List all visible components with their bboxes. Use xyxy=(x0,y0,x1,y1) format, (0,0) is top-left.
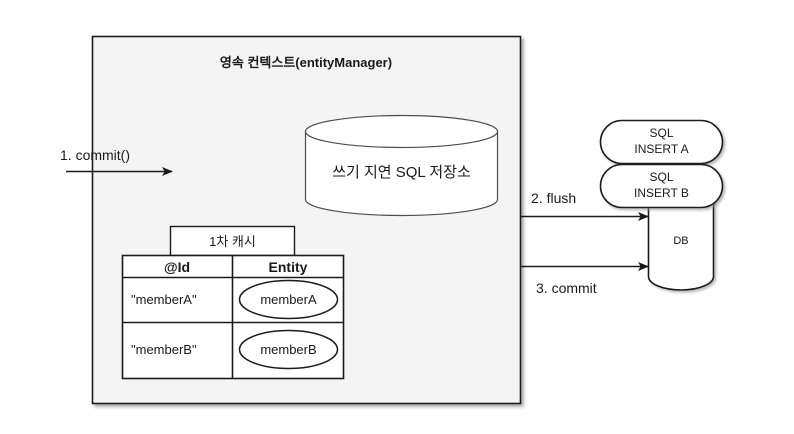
database-body xyxy=(647,190,715,291)
cache-row-0-entity-label: memberA xyxy=(260,292,317,307)
sql-store-label: 쓰기 지연 SQL 저장소 xyxy=(332,164,471,181)
sql-store-body xyxy=(304,130,499,217)
database-label: DB xyxy=(673,235,688,247)
cache-row-0-id: "memberA" xyxy=(131,292,197,307)
cache-table-header-entity: Entity xyxy=(269,259,308,275)
step-3-label: 3. commit xyxy=(536,280,597,296)
cache-row-1-id: "memberB" xyxy=(131,342,197,357)
table-row: "memberA" memberA xyxy=(131,279,339,320)
cache-row-1-entity-label: memberB xyxy=(260,342,316,357)
step-2-label: 2. flush xyxy=(531,190,576,206)
sql-insert-a: SQL INSERT A xyxy=(599,119,724,165)
cache-tab-label: 1차 캐시 xyxy=(209,234,256,249)
context-box-title: 영속 컨텍스트(entityManager) xyxy=(220,55,392,70)
sql-insert-b-line2: INSERT B xyxy=(634,186,689,200)
sql-insert-b-line1: SQL xyxy=(649,170,673,184)
sql-insert-b: SQL INSERT B xyxy=(599,163,724,209)
sql-insert-b-box xyxy=(599,163,724,209)
cache-table-header-id: @Id xyxy=(164,259,190,275)
cache-row-1-entity-ellipse xyxy=(238,329,339,370)
flow-arrows: 1. commit() 2. flush 3. commit xyxy=(60,147,649,296)
first-level-cache: 1차 캐시 @Id Entity "memberA" memberA "memb… xyxy=(121,225,345,380)
sql-insert-a-box xyxy=(599,119,724,165)
sql-insert-a-line2: INSERT A xyxy=(634,142,688,156)
cache-row-0-entity-ellipse xyxy=(238,279,339,320)
sql-store-top xyxy=(304,114,499,149)
table-row: "memberB" memberB xyxy=(131,329,339,370)
step-1-label: 1. commit() xyxy=(60,147,130,163)
sql-insert-a-line1: SQL xyxy=(649,126,673,140)
sql-store-cylinder: 쓰기 지연 SQL 저장소 xyxy=(304,114,499,217)
